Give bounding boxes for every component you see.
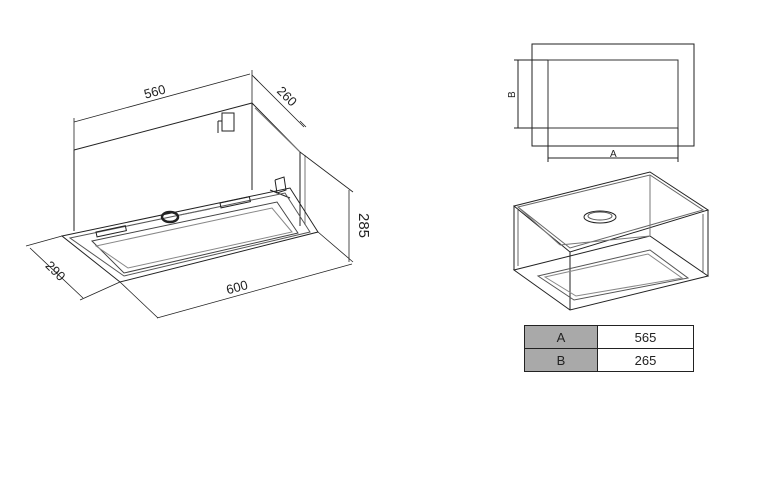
cutout-label-b: B [507, 91, 518, 98]
table-row: A 565 [524, 325, 694, 349]
dimension-width-top-label: 560 [142, 82, 167, 102]
cutout-label-a: A [610, 149, 617, 160]
dimension-depth-top-label: 260 [274, 83, 300, 109]
table-cell-value: 265 [597, 348, 694, 372]
hood-box-perspective [512, 171, 710, 311]
dimension-width-bottom-label: 600 [225, 277, 250, 297]
cutout-plan-view [514, 43, 695, 162]
cutout-dimension-table: A 565 B 265 [524, 325, 694, 372]
table-cell-key: A [524, 325, 598, 349]
table-cell-value: 565 [597, 325, 694, 349]
table-row: B 265 [524, 348, 694, 372]
dimension-lines [25, 70, 354, 319]
dimension-depth-bottom-label: 290 [43, 258, 69, 284]
table-cell-key: B [524, 348, 598, 372]
dimension-table: A 565 B 265 [524, 325, 694, 372]
dimension-height-label: 285 [355, 213, 372, 238]
hood-isometric-view [60, 102, 319, 283]
